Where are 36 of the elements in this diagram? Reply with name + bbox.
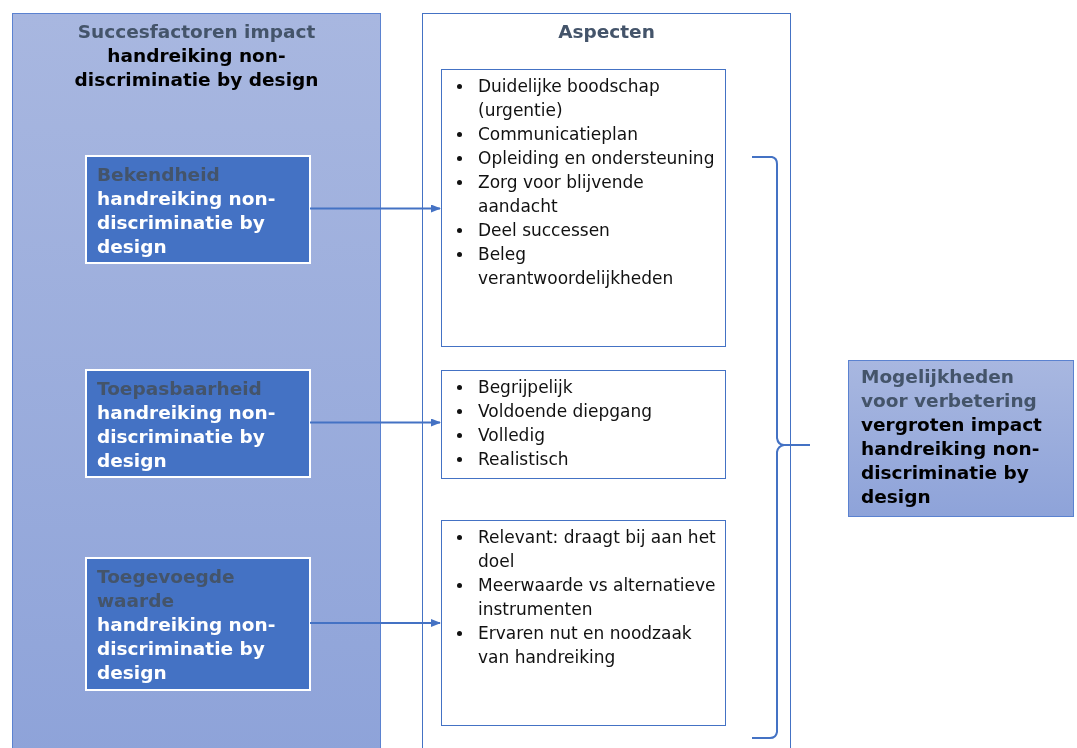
heading: Bekendheid xyxy=(97,163,221,187)
bullet-item: Zorg voor blijvende aandacht xyxy=(452,170,717,218)
subheading: handreiking non-discriminatie by design xyxy=(97,401,277,473)
subheading: handreiking non-discriminatie by design xyxy=(73,44,320,92)
heading: Mogelijkheden voor verbetering xyxy=(861,365,1038,413)
bullet-item: Voldoende diepgang xyxy=(452,399,717,423)
arrow xyxy=(309,204,441,213)
bullet-item: Meerwaarde vs alternatieve instrumenten xyxy=(452,573,717,621)
bullet-item: Communicatieplan xyxy=(452,122,717,146)
bullet-item: Duidelijke boodschap (urgentie) xyxy=(452,74,717,122)
list-box xyxy=(441,520,726,726)
result-box xyxy=(848,360,1074,517)
bullet-item: Begrijpelijk xyxy=(452,375,717,399)
factor-box xyxy=(85,369,311,478)
factor-box xyxy=(85,155,311,264)
bullet-item: Ervaren nut en noodzaak van handreiking xyxy=(452,621,717,669)
bullet-item: Relevant: draagt bij aan het doel xyxy=(452,525,717,573)
bullet-item: Deel successen xyxy=(452,218,717,242)
subheading: vergroten impact handreiking non-discriminatie by design xyxy=(861,413,1043,509)
group-panel xyxy=(12,13,381,748)
bullet-item: Volledig xyxy=(452,423,717,447)
subheading: handreiking non-discriminatie by design xyxy=(97,613,277,685)
heading: Toegevoegde waarde xyxy=(97,565,236,613)
list-box xyxy=(441,370,726,479)
column-panel xyxy=(422,13,791,748)
bullet-item: Realistisch xyxy=(452,447,717,471)
list-box xyxy=(441,69,726,347)
heading: Succesfactoren impact xyxy=(76,20,317,44)
arrow xyxy=(309,619,441,627)
subheading: handreiking non-discriminatie by design xyxy=(97,187,277,259)
factor-box xyxy=(85,557,311,691)
heading: Aspecten xyxy=(557,20,656,44)
arrow xyxy=(309,418,441,427)
bullet-item: Beleg verantwoordelijkheden xyxy=(452,242,717,290)
bullet-item: Opleiding en ondersteuning xyxy=(452,146,717,170)
heading: Toepasbaarheid xyxy=(97,377,263,401)
